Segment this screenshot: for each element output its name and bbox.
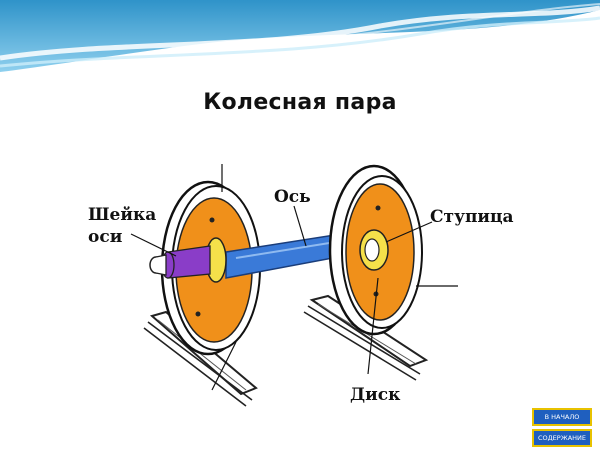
leader-disc: [367, 277, 379, 375]
label-journal-line2: оси: [88, 227, 123, 247]
label-axle: Ось: [274, 187, 311, 207]
header-wave-decoration: [0, 0, 600, 80]
label-hub: Ступица: [430, 207, 514, 227]
home-button[interactable]: В НАЧАЛО: [532, 408, 592, 426]
contents-button[interactable]: СОДЕРЖАНИЕ: [532, 429, 592, 447]
label-disc: Диск: [350, 385, 401, 405]
label-journal-line1: Шейка: [88, 205, 156, 225]
leader-journal: [130, 233, 177, 257]
axle-journal: [149, 237, 227, 283]
wheelset-diagram: Шейка оси Ось Ступица Диск: [88, 164, 514, 407]
leader-bottom: [211, 341, 237, 391]
slide-title: Колесная пара: [203, 90, 397, 115]
leader-axle: [293, 205, 307, 247]
leader-hub: [385, 221, 433, 243]
wheel-right: [328, 164, 423, 336]
